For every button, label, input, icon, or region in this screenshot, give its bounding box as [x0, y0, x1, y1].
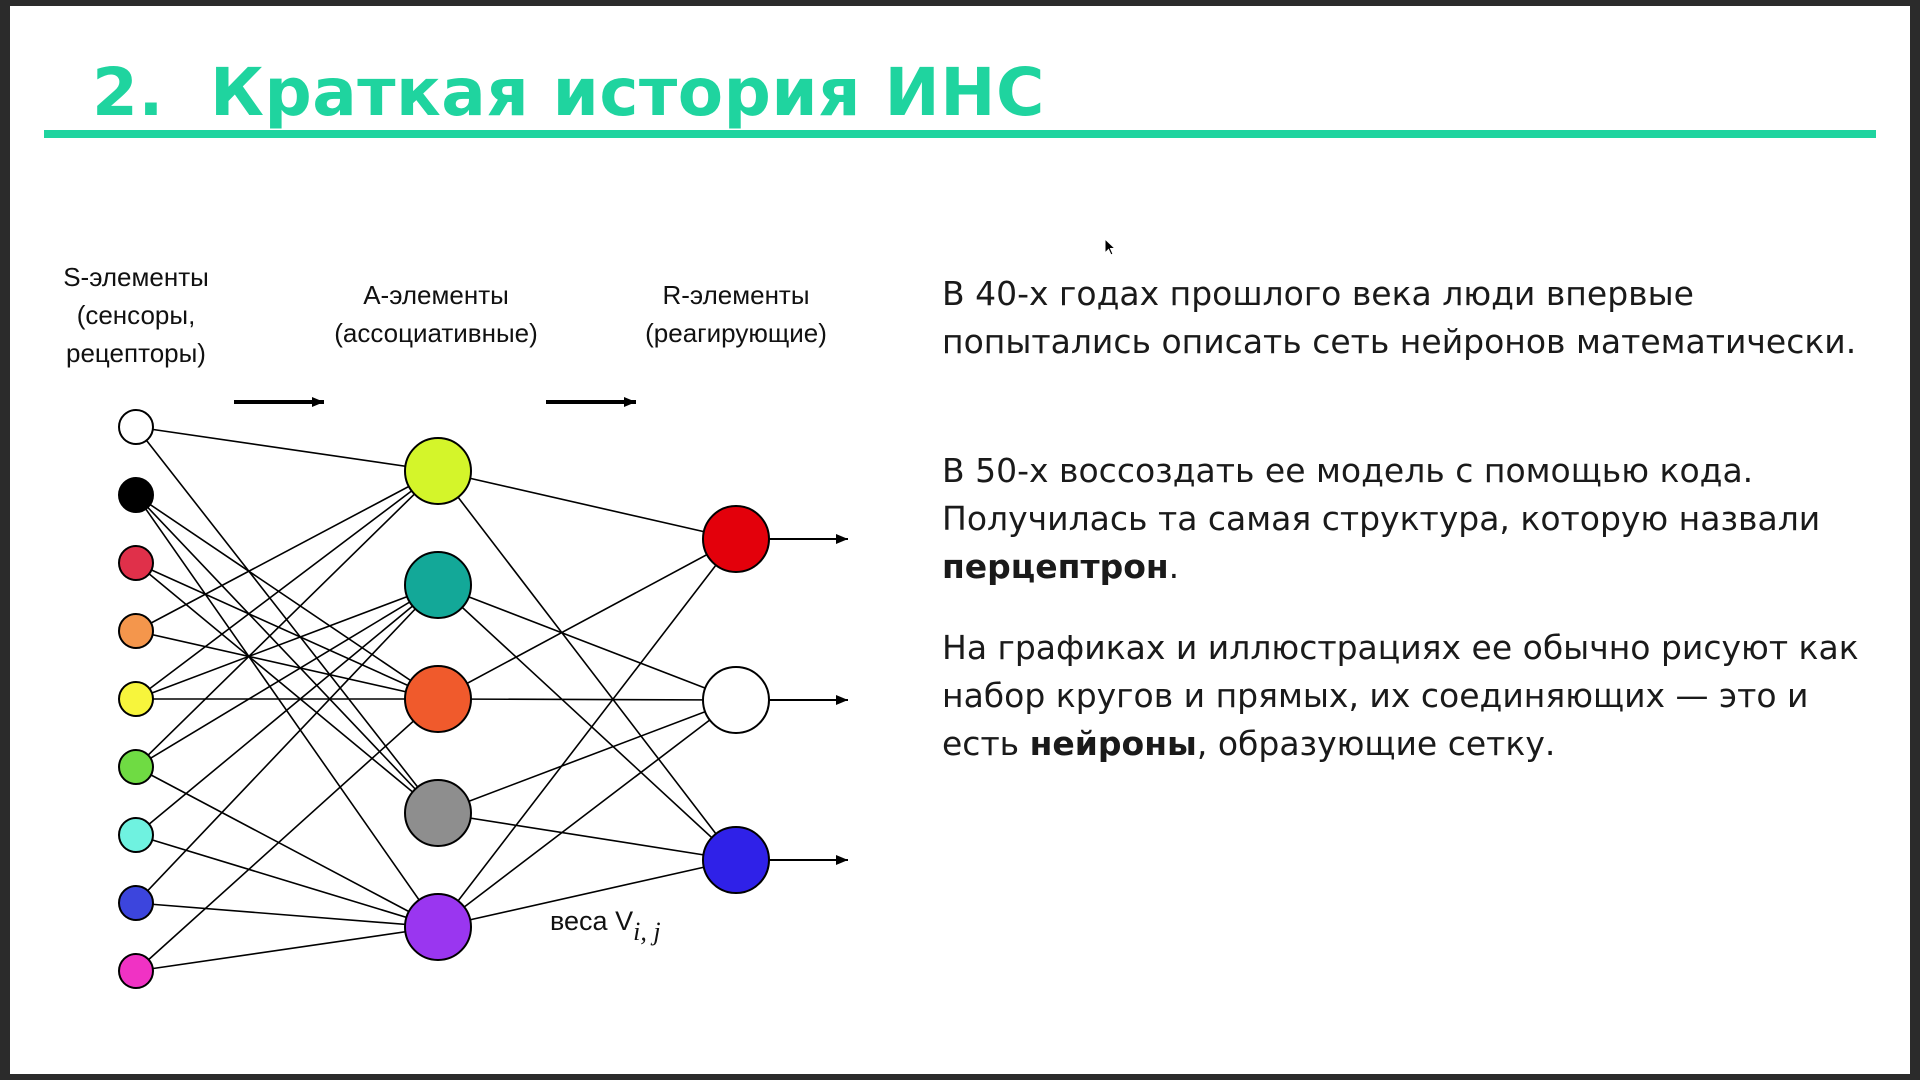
a-node-0: [404, 437, 472, 505]
edge-a4-r1: [437, 699, 737, 928]
s-node-5: [118, 749, 154, 785]
paragraph-2-end: .: [1168, 547, 1180, 586]
paragraph-3-end: , образующие сетку.: [1196, 724, 1556, 763]
s-node-6: [118, 817, 154, 853]
s-node-4: [118, 681, 154, 717]
weights-label: веса Vi, j: [550, 906, 661, 946]
s-node-3: [118, 613, 154, 649]
s-elements-label-line3: рецепторы): [66, 338, 206, 368]
weights-label-prefix: веса V: [550, 906, 633, 936]
slide: 2. Краткая история ИНС S-элементы (сенсор…: [10, 6, 1910, 1074]
a-elements-label-line2: (ассоциативные): [334, 318, 538, 348]
edge-s3-a0: [135, 470, 439, 632]
edge-s2-a2: [135, 562, 439, 700]
edge-s6-a4: [135, 834, 439, 928]
s-elements-label-line2: (сенсоры,: [77, 300, 196, 330]
a-node-4: [404, 893, 472, 961]
edge-a3-r2: [437, 812, 737, 861]
edge-a2-r0: [437, 538, 737, 700]
edge-s1-a2: [135, 494, 439, 700]
edge-s5-a1: [135, 584, 439, 768]
s-elements-label-line1: S-элементы: [63, 262, 209, 292]
edge-s6-a1: [135, 584, 439, 836]
edge-s4-a0: [135, 470, 439, 700]
edge-s3-a2: [135, 630, 439, 700]
a-node-2: [404, 665, 472, 733]
edge-s5-a4: [135, 766, 439, 928]
edge-a4-r2: [437, 859, 737, 928]
perceptron-diagram: S-элементы (сенсоры, рецепторы) А-элемен…: [63, 262, 848, 989]
edge-s7-a4: [135, 902, 439, 928]
mouse-cursor-icon: [1104, 238, 1117, 256]
connection-lines: [135, 426, 737, 972]
edge-s1-a3: [135, 494, 439, 814]
r-elements-label-line2: (реагирующие): [645, 318, 827, 348]
paragraph-2: В 50-х воссоздать ее модель с помощью ко…: [942, 447, 1882, 591]
edge-s7-a1: [135, 584, 439, 904]
a-node-1: [404, 551, 472, 619]
paragraph-2-text: В 50-х воссоздать ее модель с помощью ко…: [942, 451, 1821, 538]
edge-a0-r0: [437, 470, 737, 540]
edge-a1-r2: [437, 584, 737, 861]
neuron-nodes: [118, 409, 770, 989]
edge-s8-a2: [135, 698, 439, 972]
r-node-1: [702, 666, 770, 734]
paragraph-3-text: На графиках и иллюстрациях ее обычно рис…: [942, 628, 1859, 763]
edge-s4-a1: [135, 584, 439, 700]
s-node-8: [118, 953, 154, 989]
r-elements-label-line1: R-элементы: [662, 280, 809, 310]
title-underline: [44, 130, 1876, 138]
output-arrows: [768, 534, 848, 865]
s-node-7: [118, 885, 154, 921]
slide-title: 2. Краткая история ИНС: [92, 48, 1045, 138]
s-node-1: [118, 477, 154, 513]
title-number: 2.: [92, 54, 164, 131]
s-node-2: [118, 545, 154, 581]
edge-a3-r1: [437, 699, 737, 814]
term-neurons: нейроны: [1029, 724, 1197, 763]
r-node-0: [702, 505, 770, 573]
edge-a4-r0: [437, 538, 737, 928]
title-text: Краткая история ИНС: [210, 54, 1045, 131]
edge-s5-a0: [135, 470, 439, 768]
paragraph-3: На графиках и иллюстрациях ее обычно рис…: [942, 624, 1882, 768]
weights-label-subscript: i, j: [633, 917, 660, 946]
s-node-0: [118, 409, 154, 445]
paragraph-1: В 40-х годах прошлого века люди впервые …: [942, 274, 1857, 361]
r-node-2: [702, 826, 770, 894]
edge-s0-a0: [135, 426, 439, 472]
edge-s8-a4: [135, 926, 439, 972]
edge-a2-r1: [437, 698, 737, 701]
a-node-3: [404, 779, 472, 847]
edge-a0-r2: [437, 470, 737, 861]
edge-a1-r1: [437, 584, 737, 701]
a-elements-label-line1: А-элементы: [363, 280, 509, 310]
term-perceptron: перцептрон: [942, 547, 1169, 586]
